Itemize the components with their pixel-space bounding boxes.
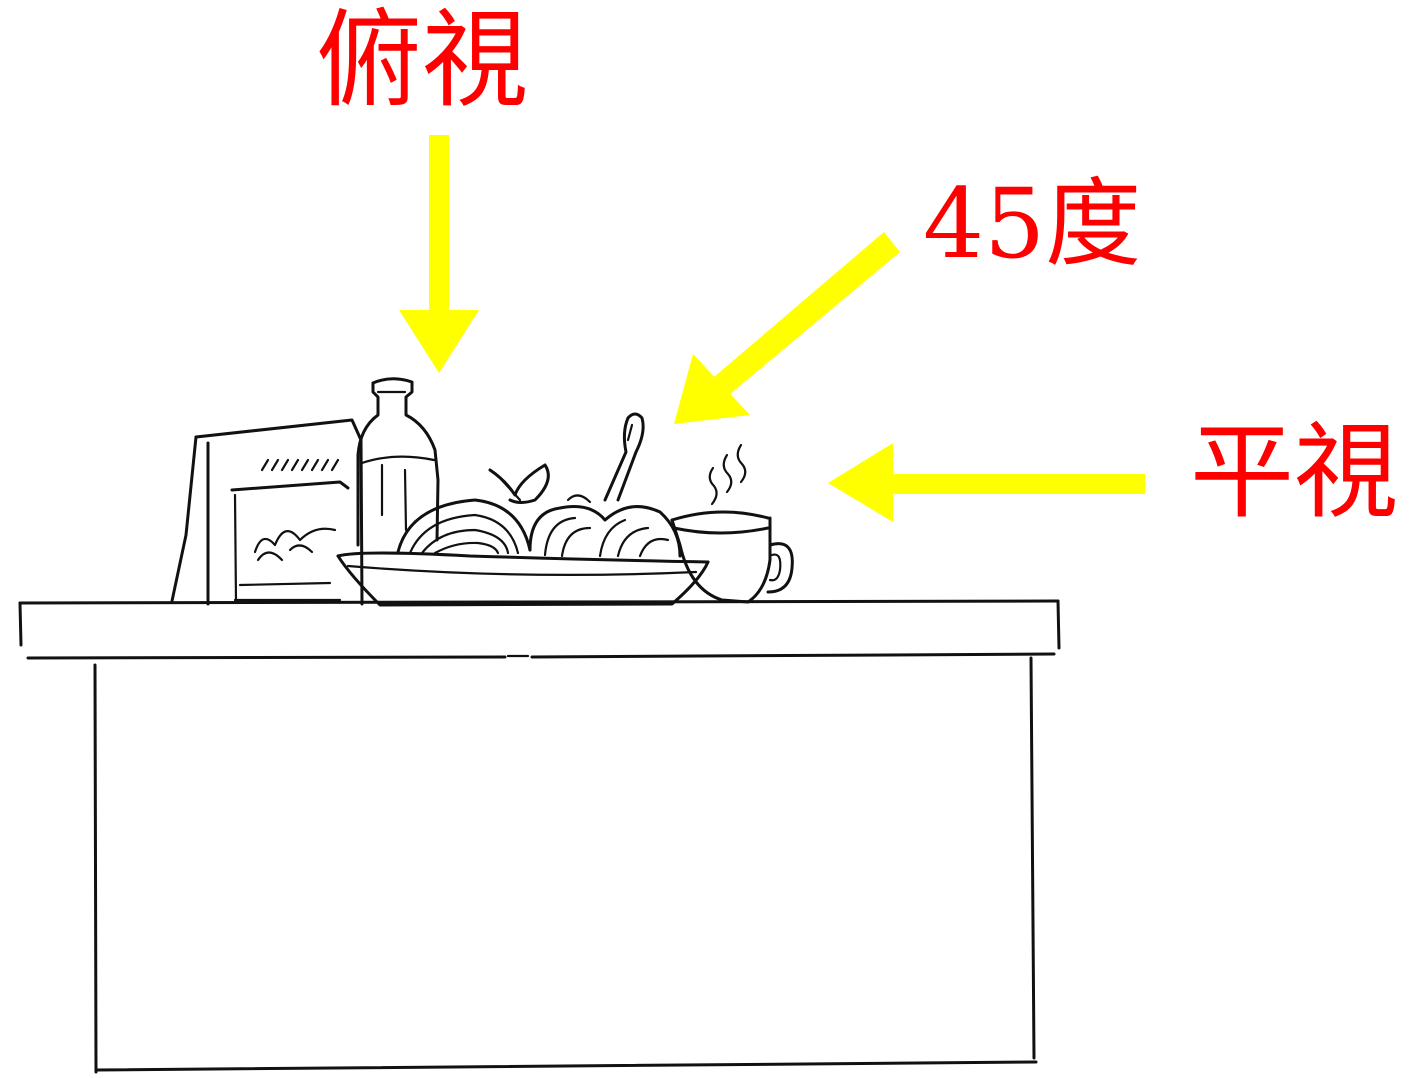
eye-level-label: 平視 — [1190, 411, 1399, 533]
spoon-icon — [603, 412, 645, 502]
bag-icon — [170, 418, 364, 606]
bowl-icon — [336, 551, 710, 607]
eye-level-arrow — [828, 443, 1145, 522]
top-view-arrow — [399, 135, 479, 373]
salad-icon — [396, 463, 682, 558]
bottle-icon — [356, 377, 440, 547]
angle-45-arrow — [674, 232, 900, 424]
angle-45-label: 45度 — [923, 168, 1142, 280]
table — [18, 599, 1061, 1074]
steam-icon — [708, 443, 747, 506]
top-view-label: 俯視 — [316, 0, 528, 122]
cup-icon — [670, 510, 794, 604]
